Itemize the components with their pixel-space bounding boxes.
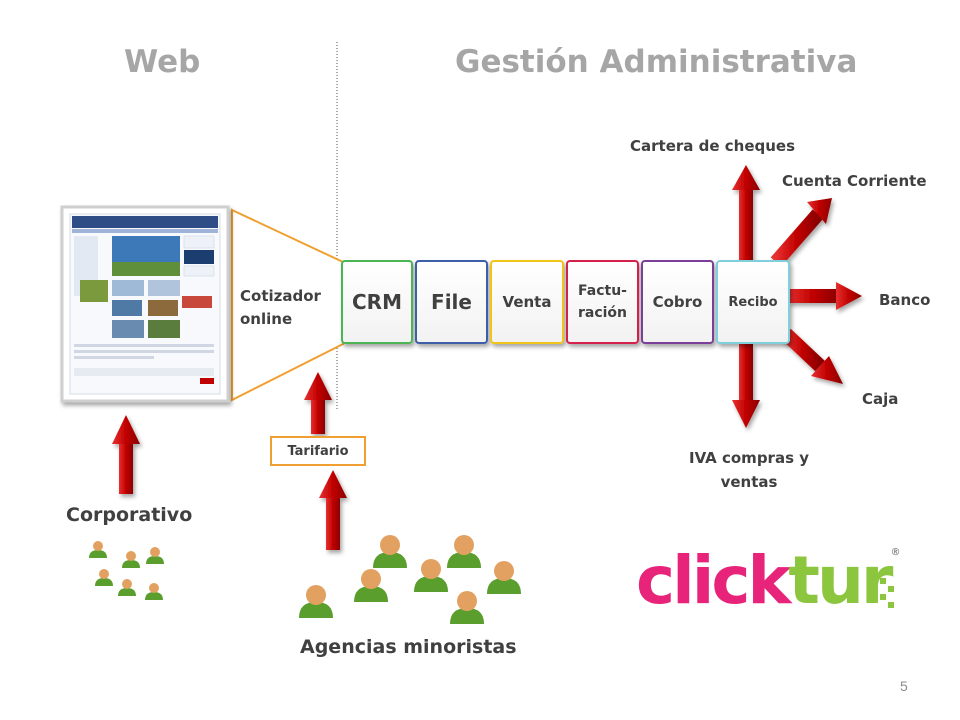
logo-pixel-mark [880,578,894,608]
arrow-up-tarifario [319,470,347,550]
tarifario-box: Tarifario [270,436,366,466]
person-icon [447,535,481,568]
logo-tur: tur [788,542,893,619]
recibo-box: Recibo [716,260,790,344]
agencias-minoristas-label: Agencias minoristas [300,636,517,658]
website-thumbnail [60,205,230,403]
arrow-to-iva [732,344,760,428]
arrow-to-banco [788,282,862,310]
arrow-to-cartera [732,165,760,262]
facturacion-box: Factu- ración [566,260,639,344]
person-icon [373,535,407,568]
cotizador-funnel [231,208,344,402]
file-box: File [415,260,488,344]
agencias-users [299,535,521,624]
caja-label: Caja [862,390,899,408]
person-icon [95,569,113,586]
arrow-up-corporativo [112,415,140,494]
page-number: 5 [900,678,908,694]
person-icon [487,561,521,594]
cotizador-online-label: Cotizador online [240,287,321,328]
corporativo-users [89,541,164,600]
clicktur-logo: clicktur® [636,548,900,614]
logo-click: click [636,542,791,619]
arrow-up-cotizador [304,372,332,434]
venta-box: Venta [490,260,564,344]
logo-registered-mark: ® [890,547,901,558]
banco-label: Banco [879,291,931,309]
header-gestion-administrativa: Gestión Administrativa [455,44,858,80]
person-icon [414,559,448,592]
person-icon [118,579,136,596]
crm-box: CRM [341,260,413,344]
person-icon [145,583,163,600]
arrow-to-cuenta-corriente [770,198,832,267]
cartera-cheques-label: Cartera de cheques [630,137,796,155]
iva-label: IVA compras y ventas [688,449,809,491]
cuenta-corriente-label: Cuenta Corriente [782,172,927,190]
corporativo-label: Corporativo [66,504,193,526]
person-icon [122,551,140,568]
header-web: Web [124,44,201,80]
person-icon [89,541,107,558]
cobro-box: Cobro [641,260,714,344]
arrow-to-caja [781,328,843,384]
person-icon [450,591,484,624]
person-icon [354,569,388,602]
person-icon [146,547,164,564]
person-icon [299,585,333,618]
